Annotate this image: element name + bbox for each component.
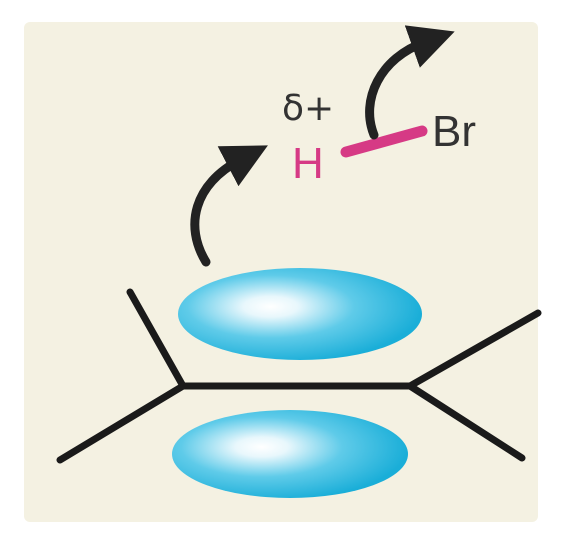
substituent-bond-lower-right [406, 382, 526, 462]
curved-arrow-icon [190, 145, 268, 267]
partial-charge-label: δ+ [282, 88, 334, 129]
substituent-bond-upper-right [406, 309, 542, 390]
pi-orbital-lower-lobe [172, 410, 408, 498]
hydrogen-atom-label: H [292, 139, 324, 188]
substituent-bond-upper-left [126, 288, 187, 390]
bromine-atom-label: Br [432, 107, 476, 156]
pi-orbital-upper-lobe [178, 268, 422, 360]
substituent-bond-lower-left [56, 382, 187, 464]
h-br-bond [340, 125, 428, 158]
curved-arrow-icon [365, 25, 455, 140]
alkene-skeleton [56, 288, 542, 464]
